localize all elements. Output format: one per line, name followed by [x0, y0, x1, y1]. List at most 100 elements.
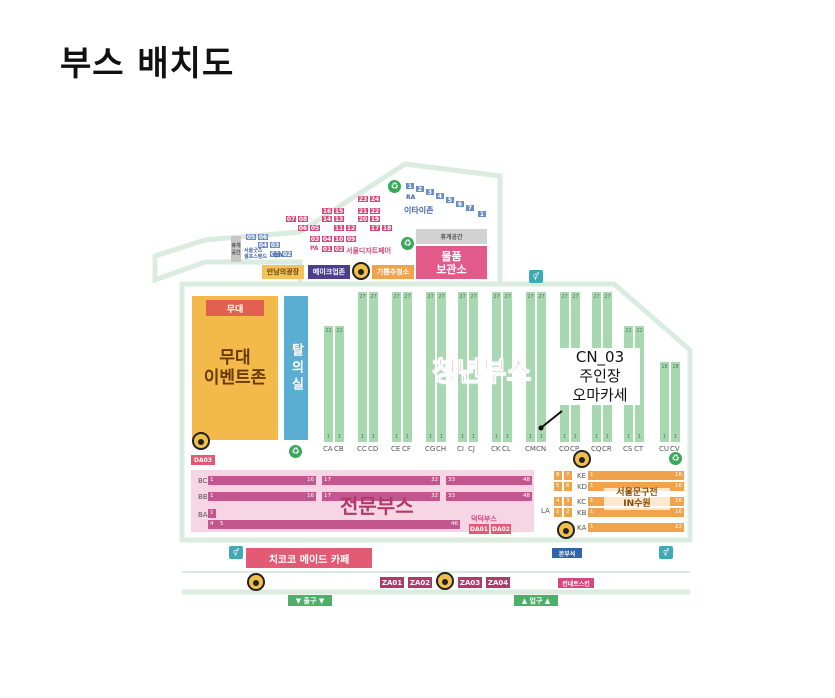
column-bottom-number: 1: [360, 434, 365, 440]
column-code: CB: [334, 445, 344, 453]
column-code: CI: [457, 445, 464, 453]
column-bottom-number: 1: [405, 434, 410, 440]
booth-column-cv[interactable]: 18 1: [671, 362, 680, 442]
segment-start: 33: [448, 493, 455, 499]
segment-start: 1: [590, 498, 594, 504]
column-code: CO: [559, 445, 570, 453]
column-code: CA: [323, 445, 333, 453]
segment-start: 1: [210, 477, 214, 483]
stage-label-top: 무대: [206, 300, 264, 316]
cell-number: 1: [556, 509, 560, 515]
booth-cell[interactable]: 3: [564, 497, 572, 506]
segment-start: 1: [590, 524, 594, 530]
booth-row-segment[interactable]: 1: [208, 509, 216, 518]
column-bottom-number: 1: [673, 434, 678, 440]
booth-cell[interactable]: 7: [564, 471, 572, 480]
booth-cell[interactable]: 5: [554, 482, 562, 491]
cell-number: 2: [566, 509, 570, 515]
pa-code: PA: [310, 245, 319, 252]
column-code: CQ: [591, 445, 602, 453]
recycle-icon: ♻: [388, 180, 401, 193]
segment-end: 16: [675, 483, 682, 489]
segment-start: 17: [324, 477, 331, 483]
column-top-number: 27: [538, 294, 545, 300]
column-bottom-number: 1: [662, 434, 667, 440]
column-code: CE: [391, 445, 401, 453]
seoul-design-fair-label: 서울디자트페어: [346, 247, 392, 255]
column-bottom-number: 1: [371, 434, 376, 440]
row-code: KE: [577, 472, 587, 480]
za04-code: ZA04: [486, 577, 510, 588]
column-top-number: 18: [672, 364, 679, 370]
row-code: BC: [198, 477, 208, 485]
cn03-owner: 주인장: [579, 367, 621, 385]
booth-cell[interactable]: 8: [554, 471, 562, 480]
column-top-number: 27: [370, 294, 377, 300]
changing-room: 탈의실: [284, 296, 308, 440]
booth-row-segment[interactable]: 1 16: [588, 482, 684, 491]
segment-end: 16: [675, 498, 682, 504]
column-top-number: 27: [438, 294, 445, 300]
booth-column-ch[interactable]: 27 1: [437, 292, 446, 442]
segment-mid: 5: [220, 521, 224, 527]
cell-number: 3: [566, 498, 570, 504]
column-top-number: 27: [604, 294, 611, 300]
mascot-icon: [192, 432, 210, 450]
cn03-name: 오마카세: [572, 386, 628, 404]
booth-column-cd[interactable]: 27 1: [369, 292, 378, 442]
segment-end: 16: [307, 493, 314, 499]
booth-cell[interactable]: 4: [554, 497, 562, 506]
cell-number: 4: [556, 498, 560, 504]
seoul-stationery-label: 서울문구전 IN수원: [604, 488, 670, 510]
column-code: CS: [623, 445, 633, 453]
column-top-number: 27: [593, 294, 600, 300]
segment-start: 17: [324, 493, 331, 499]
za01-code: ZA01: [380, 577, 404, 588]
booth-cell[interactable]: 2: [564, 508, 572, 517]
stage-event-zone: 무대 이벤트존: [192, 296, 278, 440]
qa-code: QA: [273, 252, 283, 259]
column-bottom-number: 1: [439, 434, 444, 440]
booth-cell[interactable]: 1: [554, 508, 562, 517]
column-top-number: 27: [470, 294, 477, 300]
segment-start: 1: [590, 483, 594, 489]
column-code: CN: [536, 445, 547, 453]
mascot-icon: [573, 450, 591, 468]
recycle-icon: ♻: [289, 445, 302, 458]
booth-cell[interactable]: 6: [564, 482, 572, 491]
column-bottom-number: 1: [637, 434, 642, 440]
segment-end: 46: [451, 521, 458, 527]
column-top-number: 27: [572, 294, 579, 300]
cell-number: 8: [556, 472, 560, 478]
column-bottom-number: 1: [573, 434, 578, 440]
cell-number: 7: [566, 472, 570, 478]
cell-number: 6: [566, 483, 570, 489]
column-code: CK: [491, 445, 501, 453]
cell-number: 5: [556, 483, 560, 489]
za03-code: ZA03: [458, 577, 482, 588]
